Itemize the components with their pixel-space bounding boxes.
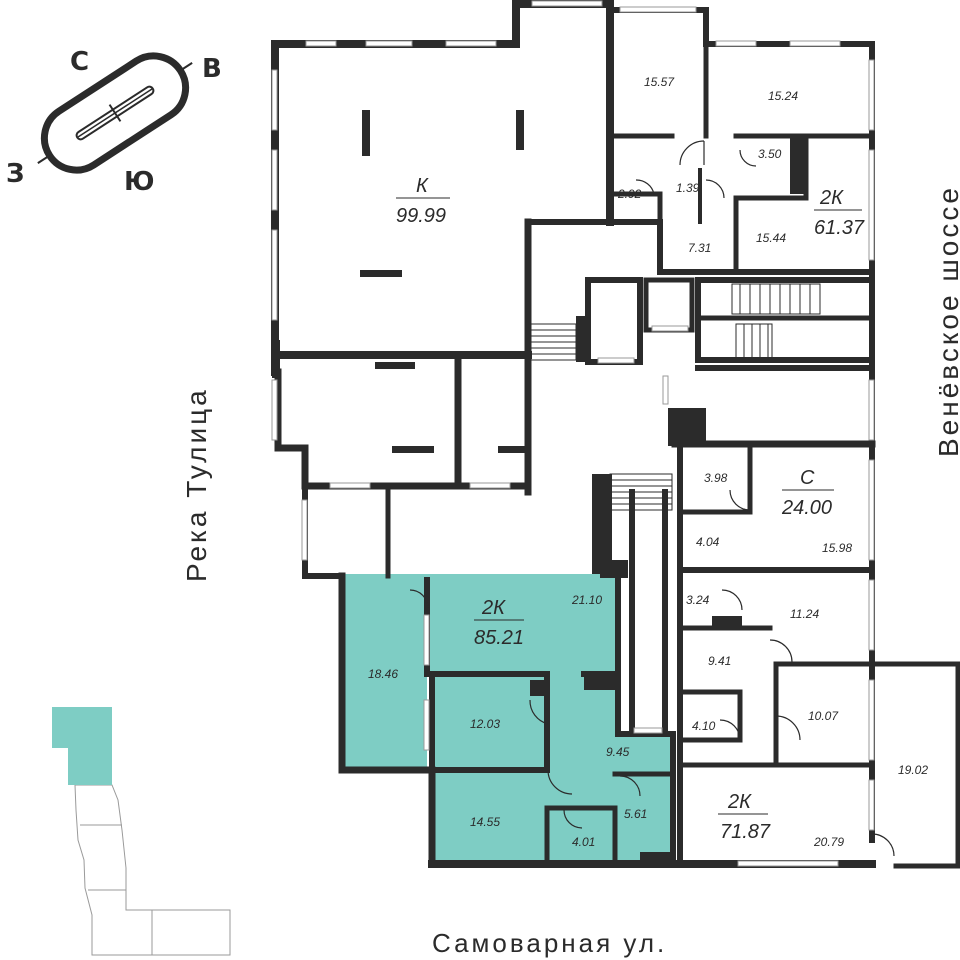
room-area: 20.79 bbox=[813, 835, 844, 849]
apartment-a-label[interactable]: 2К 85.21 bbox=[474, 597, 524, 649]
room-area: 10.07 bbox=[808, 709, 839, 723]
room-area: 12.03 bbox=[470, 717, 500, 731]
columns bbox=[272, 110, 806, 866]
room-area: 9.41 bbox=[708, 654, 731, 668]
studio-label: С 24.00 bbox=[781, 467, 834, 519]
room-area: 9.45 bbox=[606, 745, 630, 759]
doors bbox=[409, 140, 895, 857]
compass-north: С bbox=[70, 47, 89, 77]
compass-east: В bbox=[202, 54, 222, 84]
room-area: 4.10 bbox=[692, 719, 716, 733]
room-area: 4.04 bbox=[696, 535, 720, 549]
room-area: 15.44 bbox=[756, 231, 786, 245]
compass-west: З bbox=[6, 159, 24, 189]
apartment-highlight bbox=[342, 574, 673, 864]
studio-area: 24.00 bbox=[781, 497, 832, 519]
room-area: 18.46 bbox=[368, 667, 398, 681]
commercial-label: К 99.99 bbox=[396, 175, 450, 227]
room-area: 14.55 bbox=[470, 815, 500, 829]
street-left-label: Река Тулица bbox=[181, 387, 212, 582]
compass: С В Ю З bbox=[6, 47, 222, 197]
apartment-area: 61.37 bbox=[814, 217, 865, 239]
street-bottom-label: Самоварная ул. bbox=[432, 928, 667, 958]
apartment-c-label[interactable]: 2К 71.87 bbox=[718, 791, 771, 843]
room-area: 21.10 bbox=[571, 593, 602, 607]
apartment-area: 85.21 bbox=[474, 627, 524, 649]
room-area: 11.24 bbox=[790, 607, 819, 621]
compass-south: Ю bbox=[124, 167, 155, 197]
room-area: 15.57 bbox=[644, 75, 675, 89]
site-minimap bbox=[74, 784, 231, 956]
room-area: 2.92 bbox=[617, 187, 642, 201]
windows bbox=[271, 0, 875, 867]
apartment-type: 2К bbox=[727, 791, 752, 813]
commercial-area: 99.99 bbox=[396, 205, 446, 227]
room-area: 15.24 bbox=[768, 89, 798, 103]
site-minimap-highlight bbox=[52, 707, 112, 785]
apartment-area: 71.87 bbox=[720, 821, 771, 843]
room-area: 7.31 bbox=[688, 241, 711, 255]
room-area: 1.39 bbox=[676, 181, 700, 195]
studio-type: С bbox=[800, 467, 815, 489]
room-areas: 15.57 15.24 3.50 2.92 1.39 7.31 15.44 3.… bbox=[368, 75, 928, 849]
room-area: 4.01 bbox=[572, 835, 595, 849]
room-area: 5.61 bbox=[624, 807, 647, 821]
room-area: 19.02 bbox=[898, 763, 928, 777]
commercial-type: К bbox=[416, 175, 429, 197]
room-area: 15.98 bbox=[822, 541, 852, 555]
apartment-type: 2К bbox=[481, 597, 506, 619]
room-area: 3.50 bbox=[758, 147, 782, 161]
stairs bbox=[529, 283, 821, 511]
apartment-b-label[interactable]: 2К 61.37 bbox=[814, 187, 865, 239]
room-area: 3.24 bbox=[686, 593, 710, 607]
room-area: 3.98 bbox=[704, 471, 728, 485]
street-right-label: Венёвское шоссе bbox=[933, 185, 960, 457]
apartment-type: 2К bbox=[819, 187, 844, 209]
